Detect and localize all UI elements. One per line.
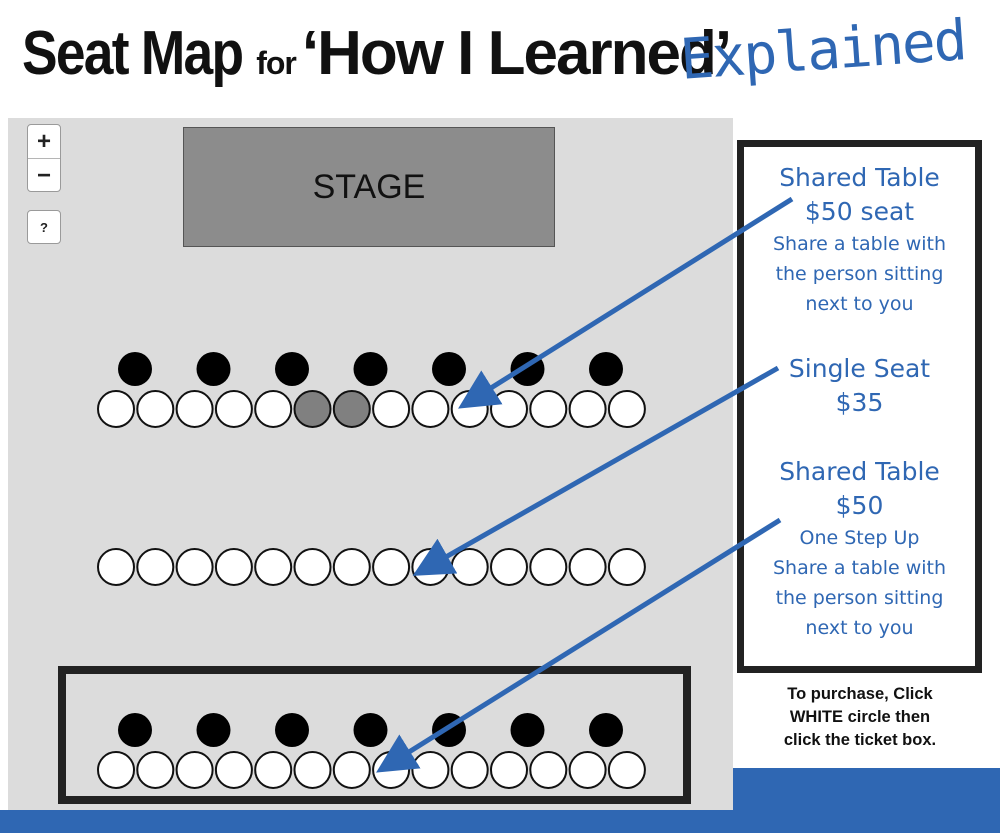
legend-shared-table-up-desc-3: next to you (805, 617, 914, 639)
seat-shared-table-up-5[interactable] (254, 751, 293, 789)
table-shared-table-up-7 (589, 713, 623, 747)
legend-shared-table-price: $50 seat (804, 197, 915, 226)
instructions-line-3: click the ticket box. (783, 731, 937, 749)
seat-shared-table-9[interactable] (411, 390, 450, 428)
seat-shared-table-up-13[interactable] (568, 751, 607, 789)
table-shared-table-up-5 (432, 713, 466, 747)
seat-shared-table-3[interactable] (175, 390, 214, 428)
legend-shared-table-up-price: $50 (835, 491, 884, 520)
legend-shared-table-up-desc-1: Share a table with (772, 557, 947, 579)
seat-shared-table-up-3[interactable] (175, 751, 214, 789)
seat-single-seat-1[interactable] (97, 548, 135, 586)
seat-shared-table-6 (293, 390, 332, 428)
seat-shared-table-7 (332, 390, 371, 428)
seat-single-seat-9[interactable] (411, 548, 450, 586)
legend-single-seat-price: $35 (835, 388, 884, 417)
seat-shared-table-up-12[interactable] (529, 751, 568, 789)
legend-single-seat-title: Single Seat (788, 354, 931, 383)
table-shared-table-up-6 (510, 713, 545, 747)
zoom-in-button[interactable]: + (36, 127, 51, 155)
table-shared-table-2 (196, 352, 231, 386)
seat-shared-table-up-2[interactable] (136, 751, 175, 789)
table-shared-table-up-4 (353, 713, 388, 747)
legend-shared-table-up: Shared Table $50 One Step Up Share a tab… (744, 455, 975, 643)
seat-shared-table-5[interactable] (254, 390, 293, 428)
footer-bar (733, 768, 1000, 833)
legend-single-seat: Single Seat $35 (744, 352, 975, 420)
seat-single-seat-11[interactable] (490, 548, 528, 586)
table-shared-table-6 (510, 352, 545, 386)
table-shared-table-up-1 (118, 713, 152, 747)
seat-shared-table-1[interactable] (97, 390, 135, 428)
legend-shared-table-up-note: One Step Up (799, 527, 920, 549)
seat-shared-table-up-6[interactable] (293, 751, 332, 789)
zoom-out-button[interactable]: − (28, 158, 60, 192)
seat-shared-table-up-14[interactable] (607, 751, 646, 789)
table-shared-table-7 (589, 352, 623, 386)
seat-single-seat-8[interactable] (372, 548, 411, 586)
legend-shared-table-up-title: Shared Table (779, 457, 940, 486)
title-for: for (256, 45, 297, 81)
legend-shared-table-desc-2: the person sitting (775, 263, 944, 285)
legend-shared-table-up-desc-2: the person sitting (775, 587, 944, 609)
seat-shared-table-4[interactable] (214, 390, 253, 428)
seat-single-seat-14[interactable] (607, 548, 646, 586)
table-shared-table-5 (432, 352, 466, 386)
page-title: Seat Map for ‘How I Learned’ (22, 18, 732, 108)
seat-shared-table-12[interactable] (529, 390, 568, 428)
legend-shared-table-desc-3: next to you (805, 293, 914, 315)
title-seat-map: Seat Map (22, 19, 244, 88)
seat-single-seat-4[interactable] (214, 548, 253, 586)
seat-single-seat-10[interactable] (450, 548, 489, 586)
seat-shared-table-up-8[interactable] (372, 751, 411, 789)
price-legend: Shared Table $50 seat Share a table with… (737, 140, 982, 673)
seat-shared-table-up-7[interactable] (332, 751, 371, 789)
legend-shared-table-desc-1: Share a table with (772, 233, 947, 255)
seat-shared-table-up-11[interactable] (490, 751, 528, 789)
table-shared-table-4 (353, 352, 388, 386)
seat-shared-table-13[interactable] (568, 390, 607, 428)
seat-single-seat-2[interactable] (136, 548, 175, 586)
seat-shared-table-11[interactable] (490, 390, 528, 428)
table-shared-table-up-3 (275, 713, 309, 747)
seat-single-seat-12[interactable] (529, 548, 568, 586)
table-shared-table-1 (118, 352, 152, 386)
legend-shared-table-title: Shared Table (779, 163, 940, 192)
table-shared-table-3 (275, 352, 309, 386)
seat-shared-table-2[interactable] (136, 390, 175, 428)
table-shared-table-up-2 (196, 713, 231, 747)
seat-single-seat-3[interactable] (175, 548, 214, 586)
help-button[interactable]: ? (27, 210, 61, 244)
zoom-control: + − (27, 124, 61, 192)
seat-shared-table-up-1[interactable] (97, 751, 135, 789)
seat-single-seat-13[interactable] (568, 548, 607, 586)
seat-single-seat-6[interactable] (293, 548, 332, 586)
seat-shared-table-10[interactable] (450, 390, 489, 428)
seat-single-seat-5[interactable] (254, 548, 293, 586)
instructions-line-1: To purchase, Click (787, 685, 933, 703)
seat-shared-table-up-10[interactable] (450, 751, 489, 789)
seat-single-seat-7[interactable] (332, 548, 371, 586)
title-show-name: ‘How I Learned’ (301, 19, 732, 88)
seat-shared-table-up-4[interactable] (214, 751, 253, 789)
purchase-instructions: To purchase, Click WHITE circle then cli… (745, 683, 975, 752)
seat-shared-table-8[interactable] (372, 390, 411, 428)
stage: STAGE (183, 127, 555, 247)
legend-shared-table: Shared Table $50 seat Share a table with… (744, 161, 975, 319)
seat-shared-table-up-9[interactable] (411, 751, 450, 789)
instructions-line-2: WHITE circle then (789, 708, 931, 726)
seat-shared-table-14[interactable] (607, 390, 646, 428)
